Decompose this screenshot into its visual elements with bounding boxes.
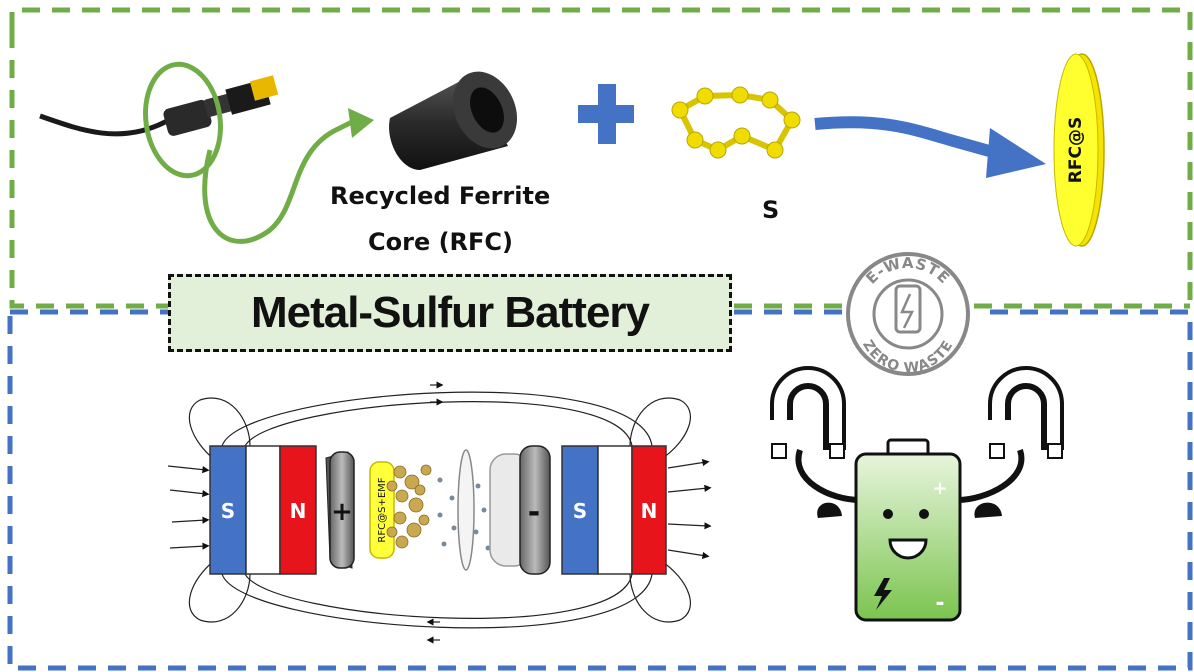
process-arrow <box>814 116 1046 178</box>
ferrite-core-icon <box>389 71 518 170</box>
cathode-layer-label: RFC@S+EMF <box>377 477 388 542</box>
battery-minus: - <box>935 591 944 616</box>
e-waste-badge-icon: E-WASTE ZERO WASTE <box>846 252 970 376</box>
title-banner: Metal-Sulfur Battery <box>168 274 732 352</box>
magnet-left: S N <box>209 445 317 575</box>
cell-plus: + <box>331 497 353 527</box>
page-title: Metal-Sulfur Battery <box>250 288 650 337</box>
sulfur-label: S <box>762 196 780 224</box>
usb-cable-icon <box>39 61 374 244</box>
happy-battery-icon: + - <box>770 366 1064 622</box>
battery-cell-stack: + RFC@S+EMF - <box>325 445 551 575</box>
sulfur-ring-icon <box>671 86 801 159</box>
magnet-right: S N <box>561 445 667 575</box>
magnet-left-s: S <box>221 499 235 523</box>
magnet-right-s: S <box>573 499 587 523</box>
bottom-frame-blue <box>7 309 1193 671</box>
rfc-label-line2: Core (RFC) <box>368 228 513 256</box>
magnet-right-n: N <box>641 499 658 523</box>
rfc-label-line1: Recycled Ferrite <box>330 182 551 210</box>
magnetic-field-lines <box>167 381 712 644</box>
plus-icon <box>578 84 634 144</box>
cell-minus: - <box>528 495 540 530</box>
rfc-pellet-icon: RFC@S <box>1053 53 1105 247</box>
battery-plus: + <box>932 478 947 499</box>
magnet-left-n: N <box>290 499 307 523</box>
pellet-label: RFC@S <box>1066 117 1086 183</box>
